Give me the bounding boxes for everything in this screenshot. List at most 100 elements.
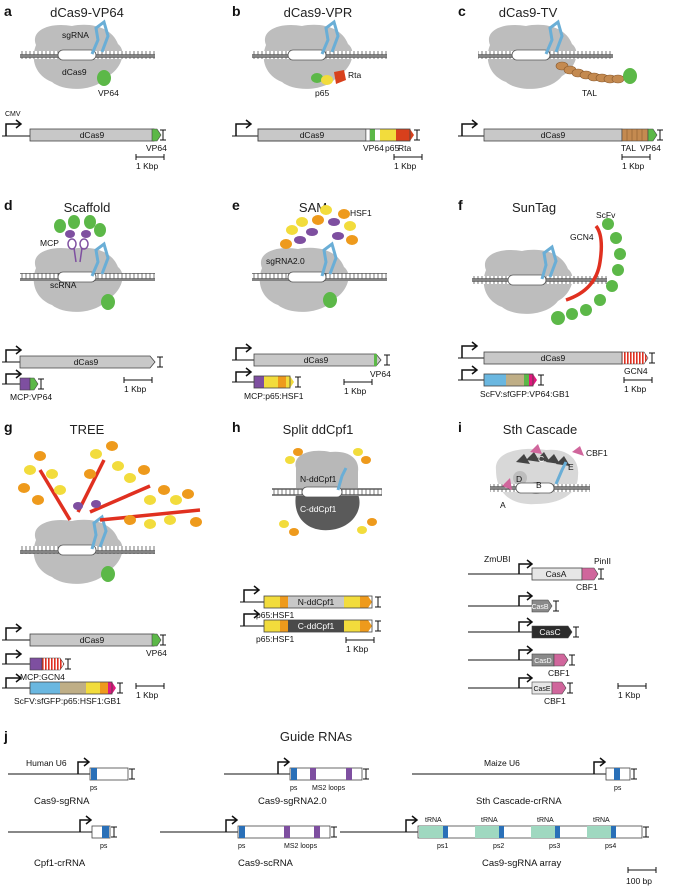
sam-effectors [280,205,358,249]
panel-letter: g [4,419,13,435]
panel-letter: d [4,197,13,213]
cas9-scrna-caption: Cas9-scRNA [238,858,294,869]
trna-label: tRNA [425,817,442,824]
trna-label: tRNA [481,817,498,824]
promoter-arrow [235,343,253,360]
scale-bar [393,154,423,160]
scale-bar [621,154,651,160]
rta-segment [396,129,414,141]
scale-label: 1 Kbp [394,161,416,171]
mcp-segment [19,377,31,391]
panel-letter: f [458,197,463,213]
panel-title: dCas9-VPR [284,5,353,20]
casc-segment [531,625,573,639]
trna-label: tRNA [537,817,554,824]
casa-label: A [500,500,506,510]
panel-title: TREE [70,422,105,437]
c-ddcpf1-label: C-ddCpf1 [300,504,337,514]
pinii-label: PinII [594,556,611,566]
rta-domain [334,70,346,84]
panel-letter: b [232,3,241,19]
ps-label: ps [90,785,98,792]
sgrna-hairpin [90,19,110,55]
gcn4-segment [41,657,65,671]
casb-cassette-label: CasB [531,604,548,611]
panel-h: h Split ddCpf1 N-ddCpf1 C-ddCpf1 N-ddCpf… [232,419,382,654]
cas9-scrna-construct: ps MS2 loops Cas9-scRNA [160,815,337,869]
vp64-cassette-label: VP64 [146,143,167,153]
scale-bar [623,377,653,383]
panel-title: dCas9-TV [499,5,558,20]
human-u6-label: Human U6 [26,758,67,768]
cbf1-label: CBF1 [586,448,608,458]
cassette-label: dCas9 [80,635,105,645]
promoter-arrow [461,119,479,136]
vp64-segment [151,633,162,647]
vp64-segment [370,129,375,141]
ps-label: ps [238,843,246,850]
promoter-arrow [235,119,253,136]
casa-cassette-label: CasA [546,569,567,579]
ps1-label: ps1 [437,843,448,850]
tree-gcn4-branches [38,459,201,522]
panel-g: g TREE dCas9 VP64 MCP:GCN4 ScFV:sfGFP:p6… [2,419,202,706]
vp64-segment [151,128,162,142]
tal-segment [621,128,649,142]
trna-label: tRNA [593,817,610,824]
cassette-label: dCas9 [300,130,325,140]
sth-crrna-caption: Sth Cascade-crRNA [476,796,562,807]
cassette-label: dCas9 [304,355,329,365]
scale-label: 1 Kbp [622,161,644,171]
casb-label: B [536,480,542,490]
promoter-arrow [5,345,23,362]
gcn4-cassette-label: GCN4 [624,366,648,376]
mcp-segment [254,376,264,388]
hsf1-label: HSF1 [350,208,372,218]
array-caption: Cas9-sgRNA array [482,858,561,869]
panel-title: Sth Cascade [503,422,577,437]
scale-label: 1 Kbp [624,384,646,394]
mcp-label: MCP [40,238,59,248]
p65-label: p65 [315,88,329,98]
vp64-domain [311,73,323,83]
vp64-cassette-label: VP64 [363,143,384,153]
scfv-cassette-label: ScFV:sfGFP:p65:HSF1:GB1 [14,696,121,706]
p65-segment [264,376,278,388]
cassette-label: dCas9 [80,130,105,140]
panel-d: d Scaffold MCP scRNA dCas9 MCP:VP64 1 Kb… [2,197,163,402]
hsf1-segment [278,376,286,388]
casd-cassette-label: CasD [534,658,552,665]
cassette-label: dCas9 [541,353,566,363]
casc-cassette-label: CasC [539,627,560,637]
maize-u6-label: Maize U6 [484,758,520,768]
gcn4-label: GCN4 [570,232,594,242]
panel-e: e SAM HSF1 sgRNA2.0 dCas9 VP64 MCP:p65:H… [232,197,391,401]
vp64-cassette-label: VP64 [370,369,391,379]
sfgfp-segment [60,682,86,694]
sth-crrna-construct: Maize U6 ps Sth Cascade-crRNA [412,757,637,807]
cbf1-cassette-label-d: CBF1 [548,668,570,678]
tal-repeats [555,61,625,84]
sgrna-label: sgRNA [62,30,89,40]
trna-segment [419,826,443,838]
scale-bar [135,154,165,160]
p65-hsf1-effectors [279,448,377,536]
ms2-loops-label: MS2 loops [284,843,318,850]
vp64-cassette-label: VP64 [146,648,167,658]
mcp-vp64-cassette-label: MCP:VP64 [10,392,52,402]
vp64-domain [97,70,111,86]
c-ddcpf1-cassette-label: C-ddCpf1 [298,621,335,631]
cas9-sgrna-array-construct: tRNA tRNA tRNA tRNA ps1 ps2 ps3 ps4 Cas9… [340,815,657,886]
p65-segment [380,129,396,141]
ps-label: ps [614,785,622,792]
p65-domain [321,75,333,85]
scale-bar [123,377,153,383]
cpf1-crrna-construct: ps Cpf1-crRNA [8,815,117,869]
scfv-segment [484,374,506,386]
n-ddcpf1-lobe [295,450,359,490]
dcas9-cassette [19,355,156,369]
mcp-vp64 [54,215,106,238]
casb-segment [531,599,553,613]
vp64-segment [29,377,39,391]
